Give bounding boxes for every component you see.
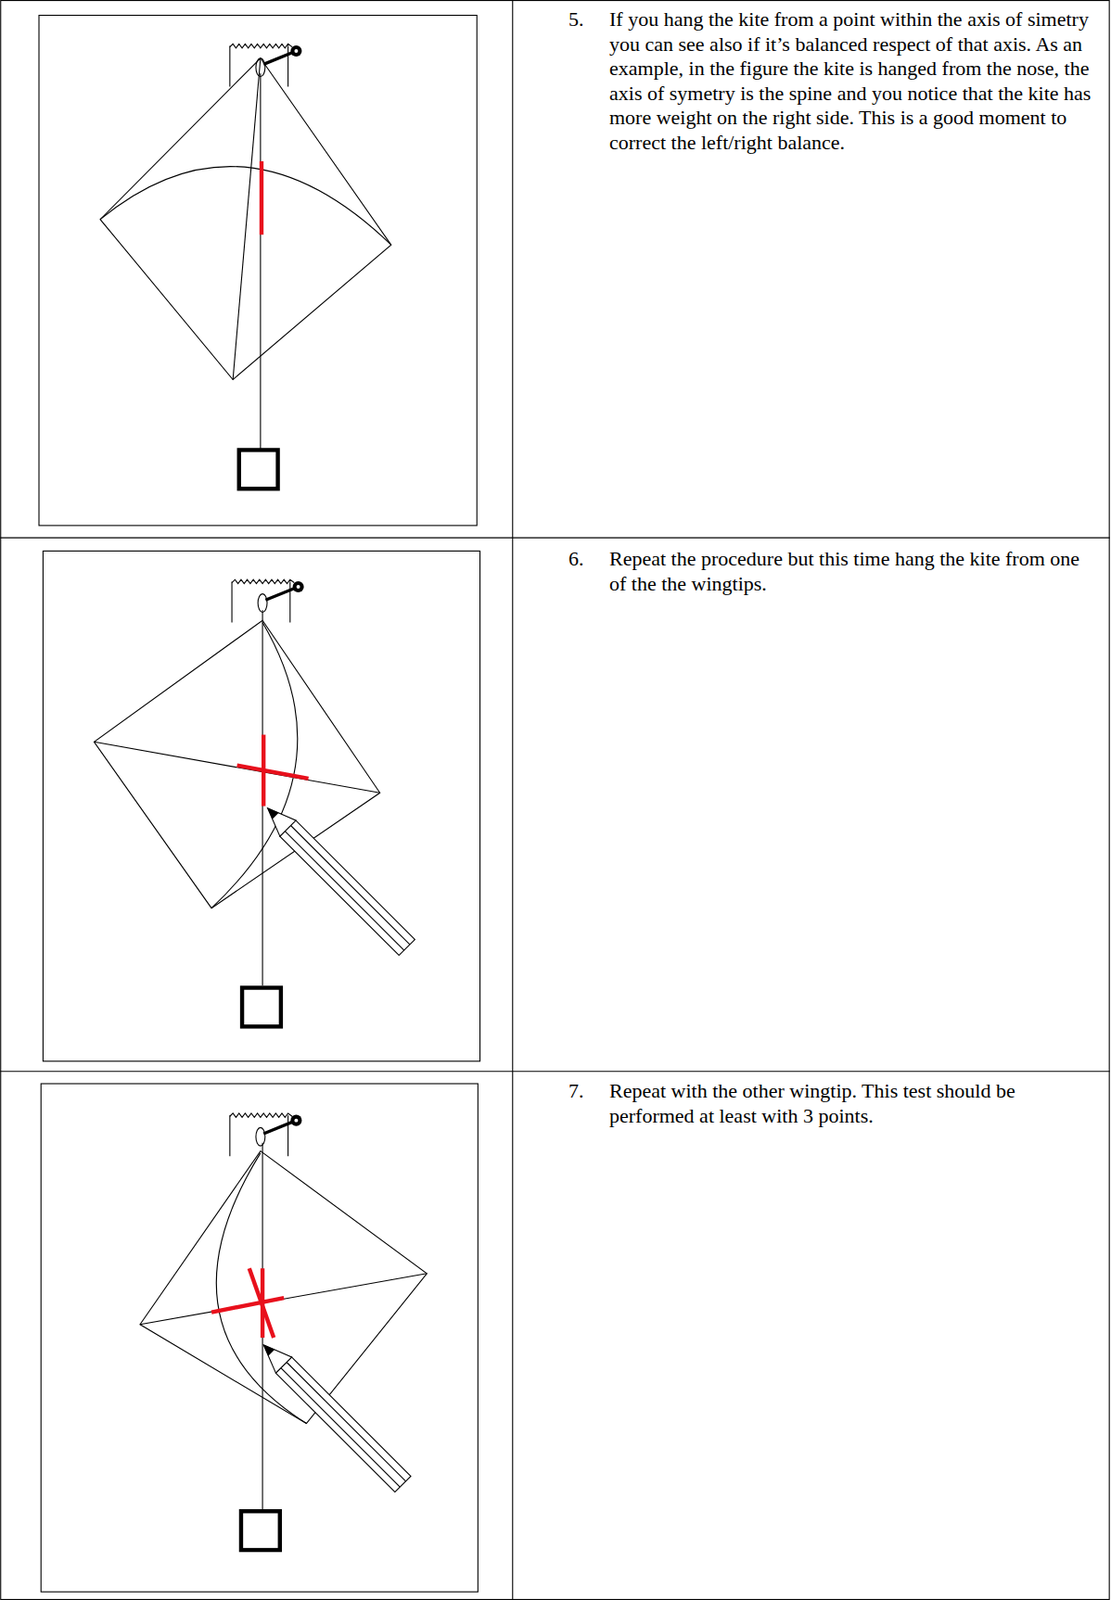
- step-text: Repeat the procedure but this time hang …: [609, 547, 1101, 597]
- kite-figure-other-wingtip: [40, 1084, 478, 1593]
- kite-figure-wingtip: [42, 550, 480, 1061]
- kite-figure-nose: [38, 15, 477, 526]
- step-number-cell: 6.: [568, 547, 606, 573]
- step-text: Repeat with the other wingtip. This test…: [609, 1079, 1101, 1129]
- step-text-cell: Repeat the procedure but this time hang …: [609, 547, 1101, 597]
- step-text: If you hang the kite from a point within…: [609, 7, 1101, 155]
- step-number-cell: 5.: [568, 7, 606, 33]
- step-number: 7.: [568, 1079, 606, 1105]
- step-number: 5.: [568, 7, 606, 33]
- step-text-cell: If you hang the kite from a point within…: [609, 7, 1101, 155]
- step-number: 6.: [568, 547, 606, 573]
- step-number-cell: 7.: [568, 1079, 606, 1105]
- step-text-cell: Repeat with the other wingtip. This test…: [609, 1079, 1101, 1129]
